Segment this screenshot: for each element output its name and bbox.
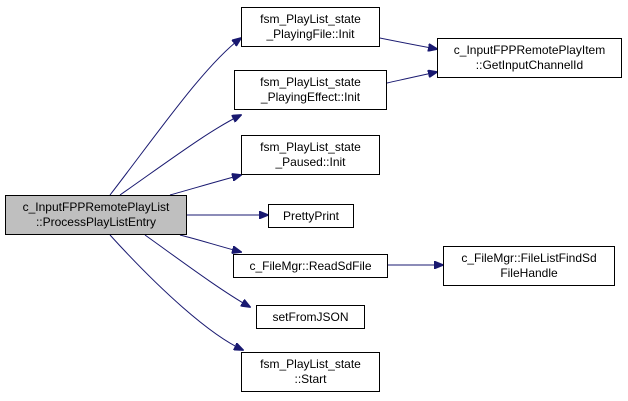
node-playing-file-init[interactable]: fsm_PlayList_state _PlayingFile::Init	[241, 7, 380, 47]
node-process-play-list-entry: c_InputFPPRemotePlayList ::ProcessPlayLi…	[5, 195, 187, 235]
node-playing-effect-init[interactable]: fsm_PlayList_state _PlayingEffect::Init	[234, 70, 387, 110]
edge-root-to-read-sd-file	[179, 234, 241, 252]
node-label-line1: setFromJSON	[272, 309, 349, 324]
edge-root-to-playing-file-init	[109, 38, 241, 196]
node-label-line2: ::ProcessPlayListEntry	[35, 215, 157, 229]
node-label-line1: fsm_PlayList_state	[260, 357, 361, 371]
node-label-line1: c_FileMgr::ReadSdFile	[249, 258, 372, 273]
node-label-line1: fsm_PlayList_state	[260, 75, 361, 89]
edge-playing-file-init-to-get-input-channel-id	[379, 37, 437, 49]
node-label-line1: c_FileMgr::FileListFindSd	[461, 251, 597, 265]
edge-root-to-paused-init	[169, 175, 241, 196]
node-state-start[interactable]: fsm_PlayList_state ::Start	[241, 352, 380, 392]
edge-root-to-state-start	[109, 234, 243, 350]
node-pretty-print[interactable]: PrettyPrint	[268, 204, 354, 228]
node-label-line1: fsm_PlayList_state	[260, 12, 361, 26]
node-label-line2: ::Start	[294, 372, 327, 386]
node-label-line1: c_InputFPPRemotePlayList	[22, 200, 170, 214]
edge-root-to-playing-effect-init	[119, 115, 241, 196]
node-label-line2: _PlayingFile::Init	[266, 27, 355, 41]
node-label-line2: _Paused::Init	[275, 155, 346, 169]
node-label-line2: ::GetInputChannelId	[475, 58, 584, 72]
node-label-line1: fsm_PlayList_state	[260, 140, 361, 154]
node-set-from-json[interactable]: setFromJSON	[256, 305, 365, 329]
node-file-list-find-sd-file-handle[interactable]: c_FileMgr::FileListFindSd FileHandle	[443, 246, 615, 286]
node-get-input-channel-id[interactable]: c_InputFPPRemotePlayItem ::GetInputChann…	[437, 38, 622, 78]
edge-playing-effect-init-to-get-input-channel-id	[386, 72, 437, 84]
node-label-line1: c_InputFPPRemotePlayItem	[453, 43, 606, 57]
node-label-line2: _PlayingEffect::Init	[260, 90, 361, 104]
edge-root-to-set-from-json	[144, 234, 250, 307]
node-label-line1: PrettyPrint	[282, 208, 339, 223]
node-paused-init[interactable]: fsm_PlayList_state _Paused::Init	[241, 135, 380, 175]
node-read-sd-file[interactable]: c_FileMgr::ReadSdFile	[233, 254, 388, 278]
node-label-line2: FileHandle	[500, 266, 558, 280]
